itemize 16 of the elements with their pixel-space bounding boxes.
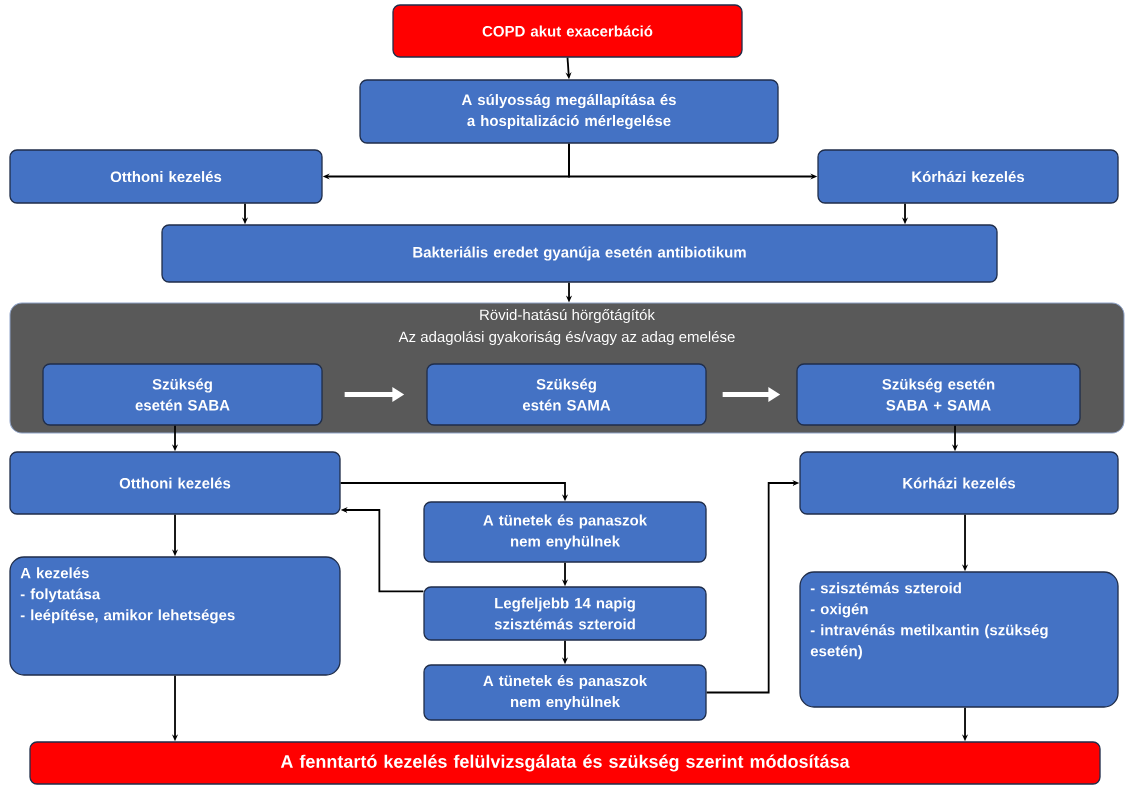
process-box: Legfeljebb 14 napig szisztémás szteroid [423,586,707,641]
process-box: Szükség esetén SABA [42,363,323,426]
process-box: Kórházi kezelés [817,149,1119,204]
process-box: Szükség estén SAMA [426,363,707,426]
process-box: Otthoni kezelés [9,451,341,515]
process-box: Bakteriális eredet gyanúja esetén antibiotikum [161,224,998,283]
process-box: Otthoni kezelés [9,149,323,204]
process-box: A kezelés - folytatása - leépítése, amikor lehetséges [9,556,341,676]
terminal-box: A fenntartó kezelés felülvizsgálata és szükség szerint módosítása [29,741,1101,785]
process-box: Kórházi kezelés [799,451,1119,515]
process-box: Szükség esetén SABA + SAMA [796,363,1081,426]
process-box: A tünetek és panaszok nem enyhülnek [423,501,707,563]
process-box: - szisztémás szteroid - oxigén - intravénás metilxantin (szükség esetén) [799,571,1119,708]
process-box: A tünetek és panaszok nem enyhülnek [423,664,707,721]
terminal-box: COPD akut exacerbáció [392,4,743,58]
process-box: A súlyosság megállapítása és a hospitalizáció mérlegelése [359,79,779,144]
